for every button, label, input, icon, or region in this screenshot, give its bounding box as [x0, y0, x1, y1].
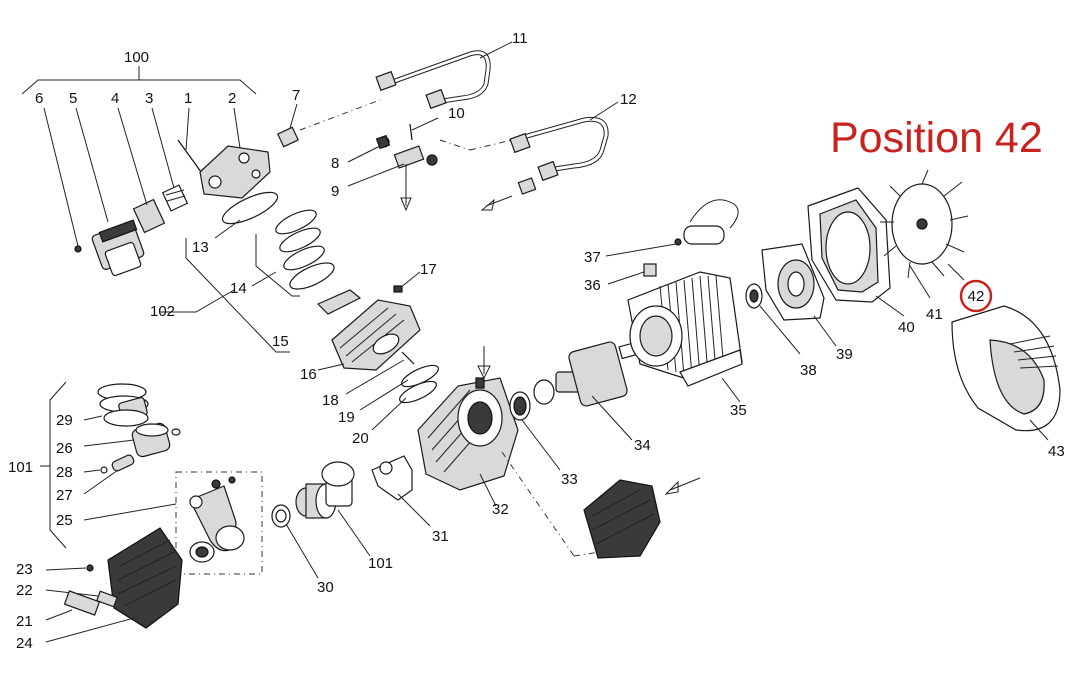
callout-23: 23: [16, 561, 33, 578]
motor-housing-35: [627, 271, 743, 387]
piston-rings-29: [97, 383, 149, 427]
callout-11: 11: [512, 30, 528, 47]
callout-35: 35: [730, 402, 747, 419]
callout-8: 8: [331, 155, 339, 172]
callout-37: 37: [584, 249, 601, 266]
fan-cover-43: [951, 305, 1061, 432]
end-shield-39: [761, 243, 825, 321]
pump-housing-32: [417, 377, 519, 491]
screw-17: [393, 285, 403, 293]
callout-101-mid: 101: [368, 555, 393, 572]
pin-18: [401, 351, 415, 365]
callout-26: 26: [56, 440, 73, 457]
group-102-bracket: [185, 238, 290, 353]
piston-part-26: [131, 422, 181, 458]
callout-labels: 100 6 5 4 3 1 2 7 11 10 12 8 9 13 14 102…: [8, 30, 1065, 652]
callout-34: 34: [634, 437, 651, 454]
callout-42: 42: [968, 288, 985, 305]
callout-100: 100: [124, 49, 149, 66]
callout-14: 14: [230, 280, 247, 297]
callout-5: 5: [69, 90, 77, 107]
pipe-part-12: [480, 101, 619, 211]
callout-19: 19: [338, 409, 355, 426]
callout-39: 39: [836, 346, 853, 363]
valve-head-assembly: [43, 103, 300, 277]
callout-32: 32: [492, 501, 509, 518]
callout-2: 2: [228, 90, 236, 107]
callout-25: 25: [56, 512, 73, 529]
piston-assembly-101: [295, 461, 355, 519]
callout-12: 12: [620, 91, 637, 108]
callout-3: 3: [145, 90, 153, 107]
gasket-15: [316, 289, 362, 315]
spring-part-3: [161, 184, 189, 212]
highlight-position-42: 42: [959, 279, 993, 313]
cylinder-part-16: [331, 299, 421, 371]
callout-30: 30: [317, 579, 334, 596]
fitting-part-7: [276, 126, 300, 148]
group-100-bracket: [21, 66, 257, 95]
callout-21: 21: [16, 613, 33, 630]
callout-6: 6: [35, 90, 43, 107]
capacitor-37: [674, 199, 739, 246]
callout-41: 41: [926, 306, 943, 323]
pipe-part-11: [375, 41, 513, 110]
valve-head-part-2: [199, 145, 271, 199]
callout-4: 4: [111, 90, 119, 107]
connecting-rod-25: [189, 476, 245, 563]
callout-10: 10: [448, 105, 465, 122]
conrod-box: [175, 471, 263, 575]
grille-cover: [583, 479, 661, 559]
callout-29: 29: [56, 412, 73, 429]
callout-20: 20: [352, 430, 369, 447]
gasket-set: [214, 191, 362, 315]
callout-102: 102: [150, 303, 175, 320]
part-21: [63, 590, 101, 616]
callout-31: 31: [432, 528, 449, 545]
callout-33: 33: [561, 471, 578, 488]
callout-1: 1: [184, 90, 192, 107]
gasket-13: [221, 191, 279, 225]
callout-28: 28: [56, 464, 73, 481]
callout-9: 9: [331, 183, 339, 200]
pin-27: [111, 454, 135, 472]
callout-15: 15: [272, 333, 289, 350]
callout-18: 18: [322, 392, 339, 409]
stator-ring-40: [807, 187, 891, 303]
manifold-assembly: [347, 117, 439, 212]
callout-13: 13: [192, 239, 209, 256]
callout-101-left: 101: [8, 459, 33, 476]
callout-17: 17: [420, 261, 437, 278]
valve-part-5: [91, 219, 145, 277]
fan-41: [880, 169, 969, 279]
callout-38: 38: [800, 362, 817, 379]
callout-24: 24: [16, 635, 33, 652]
callout-7: 7: [292, 87, 300, 104]
ring-20: [399, 380, 437, 404]
callout-27: 27: [56, 487, 73, 504]
callout-36: 36: [584, 277, 601, 294]
callout-22: 22: [16, 582, 33, 599]
crankcase-part-24: [107, 527, 183, 629]
part-36: [643, 263, 657, 277]
position-title: Position 42: [830, 114, 1043, 162]
clip-28: [100, 466, 108, 474]
callout-16: 16: [300, 366, 317, 383]
callout-40: 40: [898, 319, 915, 336]
screw-23: [86, 564, 94, 572]
group-101-bracket: [49, 381, 67, 549]
bracket-part-31: [371, 455, 413, 501]
part-22: [96, 590, 118, 608]
callout-43: 43: [1048, 443, 1065, 460]
valve-part-4: [132, 198, 166, 234]
